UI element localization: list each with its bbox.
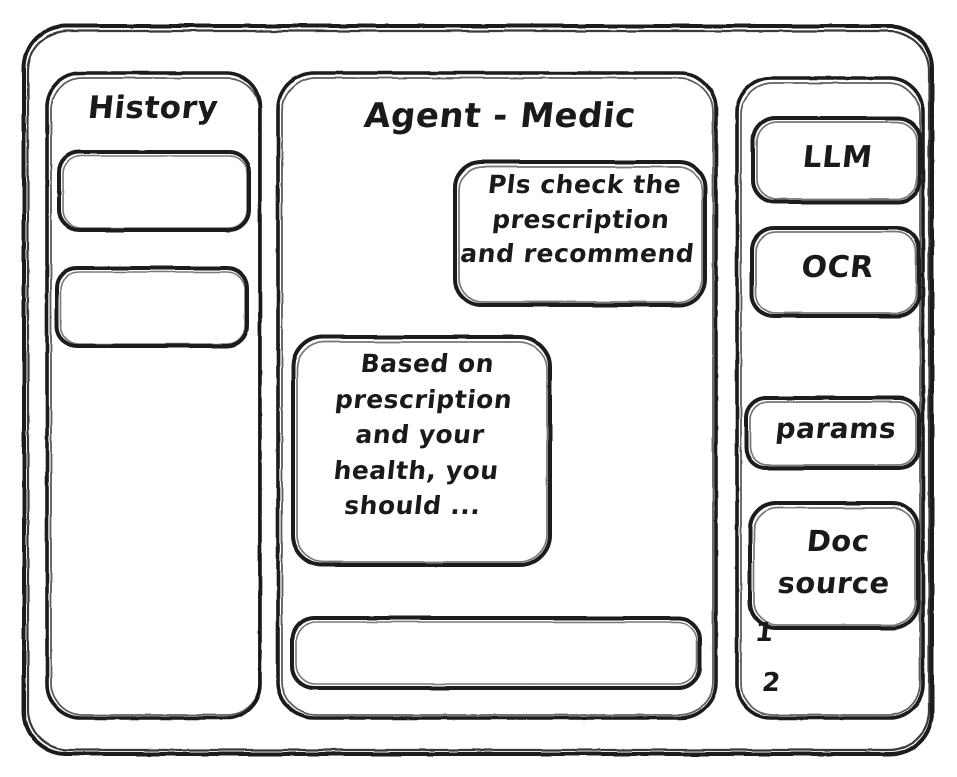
history-item-1[interactable]	[59, 152, 249, 230]
assistant-message: Based on prescription and your health, y…	[332, 349, 514, 520]
params-button[interactable]: params	[774, 412, 899, 445]
message-input[interactable]	[292, 618, 700, 688]
history-panel-title: History	[86, 90, 221, 126]
doc-source-entry-2[interactable]: 2	[760, 668, 783, 698]
user-message: Pls check the prescription and recommend	[459, 170, 696, 268]
history-item-2[interactable]	[57, 268, 247, 346]
doc-source-entry-1[interactable]: 1	[753, 618, 776, 648]
doc-source-button[interactable]: Doc source	[776, 524, 892, 601]
page-title: Agent - Medic	[362, 96, 638, 136]
tool-ocr[interactable]: OCR	[799, 250, 876, 285]
tool-llm[interactable]: LLM	[800, 140, 875, 175]
